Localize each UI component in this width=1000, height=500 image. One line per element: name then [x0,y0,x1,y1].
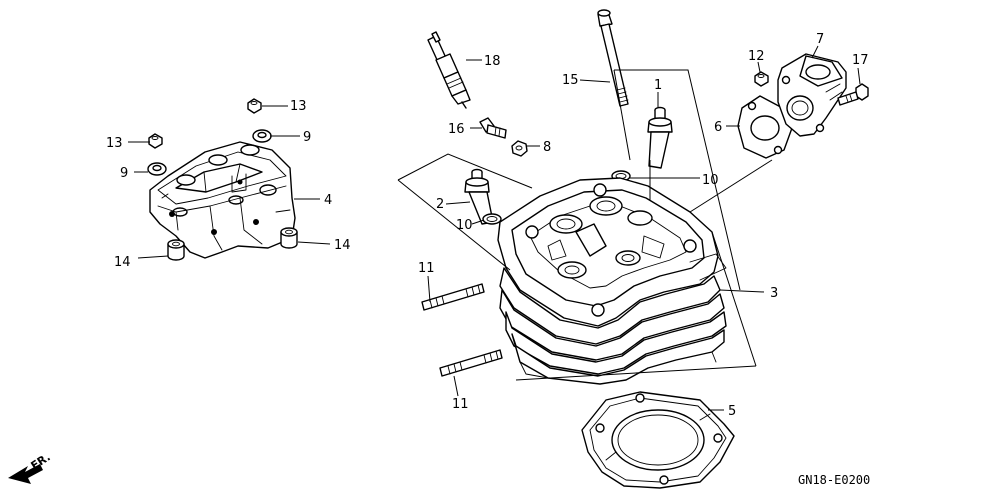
gasket-6 [737,95,793,159]
callout-4: 4 [324,193,332,208]
stud-bolt-11-lower [439,349,503,377]
callout-7: 7 [816,32,824,47]
callout-12: 12 [748,49,765,64]
spark-plug [427,31,471,109]
callout-10-upper: 10 [702,173,719,188]
callout-10-lower: 10 [456,218,473,233]
nut-13-right [247,98,262,114]
callout-5: 5 [728,404,736,419]
nut-13-left [148,133,163,149]
callout-14-right: 14 [334,238,351,253]
washer-9-left [147,162,167,176]
callout-2: 2 [436,197,444,212]
nut-8 [511,140,528,157]
callout-13-left: 13 [106,136,123,151]
callout-17: 17 [852,53,869,68]
callout-9-left: 9 [120,166,128,181]
leader-lines [128,45,861,411]
callout-1: 1 [654,78,662,93]
head-gasket-5 [581,391,735,489]
callout-3: 3 [770,286,778,301]
callout-9-right: 9 [303,130,311,145]
dowel-pin-14-left [167,239,185,261]
bolt-16 [479,117,507,139]
washer-9-right [252,129,272,143]
stud-bolt-15 [597,9,629,107]
callout-numbers: 13 13 9 9 4 14 14 18 15 16 8 1 10 2 10 1… [106,32,869,419]
o-ring-10-lower [482,213,502,225]
callout-11-upper: 11 [418,261,435,276]
callout-16: 16 [448,122,465,137]
nut-12 [754,71,769,87]
bolt-17 [837,83,869,106]
valve-guide-1 [647,106,673,169]
cylinder-head-3 [497,177,727,385]
callout-18: 18 [484,54,501,69]
diagram-code: GN18-E0200 [798,473,870,487]
callout-15: 15 [562,73,579,88]
stud-bolt-11-upper [421,283,485,311]
callout-8: 8 [543,140,551,155]
dowel-pin-14-right [280,227,298,249]
callout-11-lower: 11 [452,397,469,412]
callout-14-left: 14 [114,255,131,270]
callout-6: 6 [714,120,722,135]
insulator-7 [777,53,847,137]
front-direction-arrow: FR. [8,451,53,484]
rocker-arm-holder [149,141,296,259]
callout-13-right: 13 [290,99,307,114]
assembly-bracket [397,69,773,381]
